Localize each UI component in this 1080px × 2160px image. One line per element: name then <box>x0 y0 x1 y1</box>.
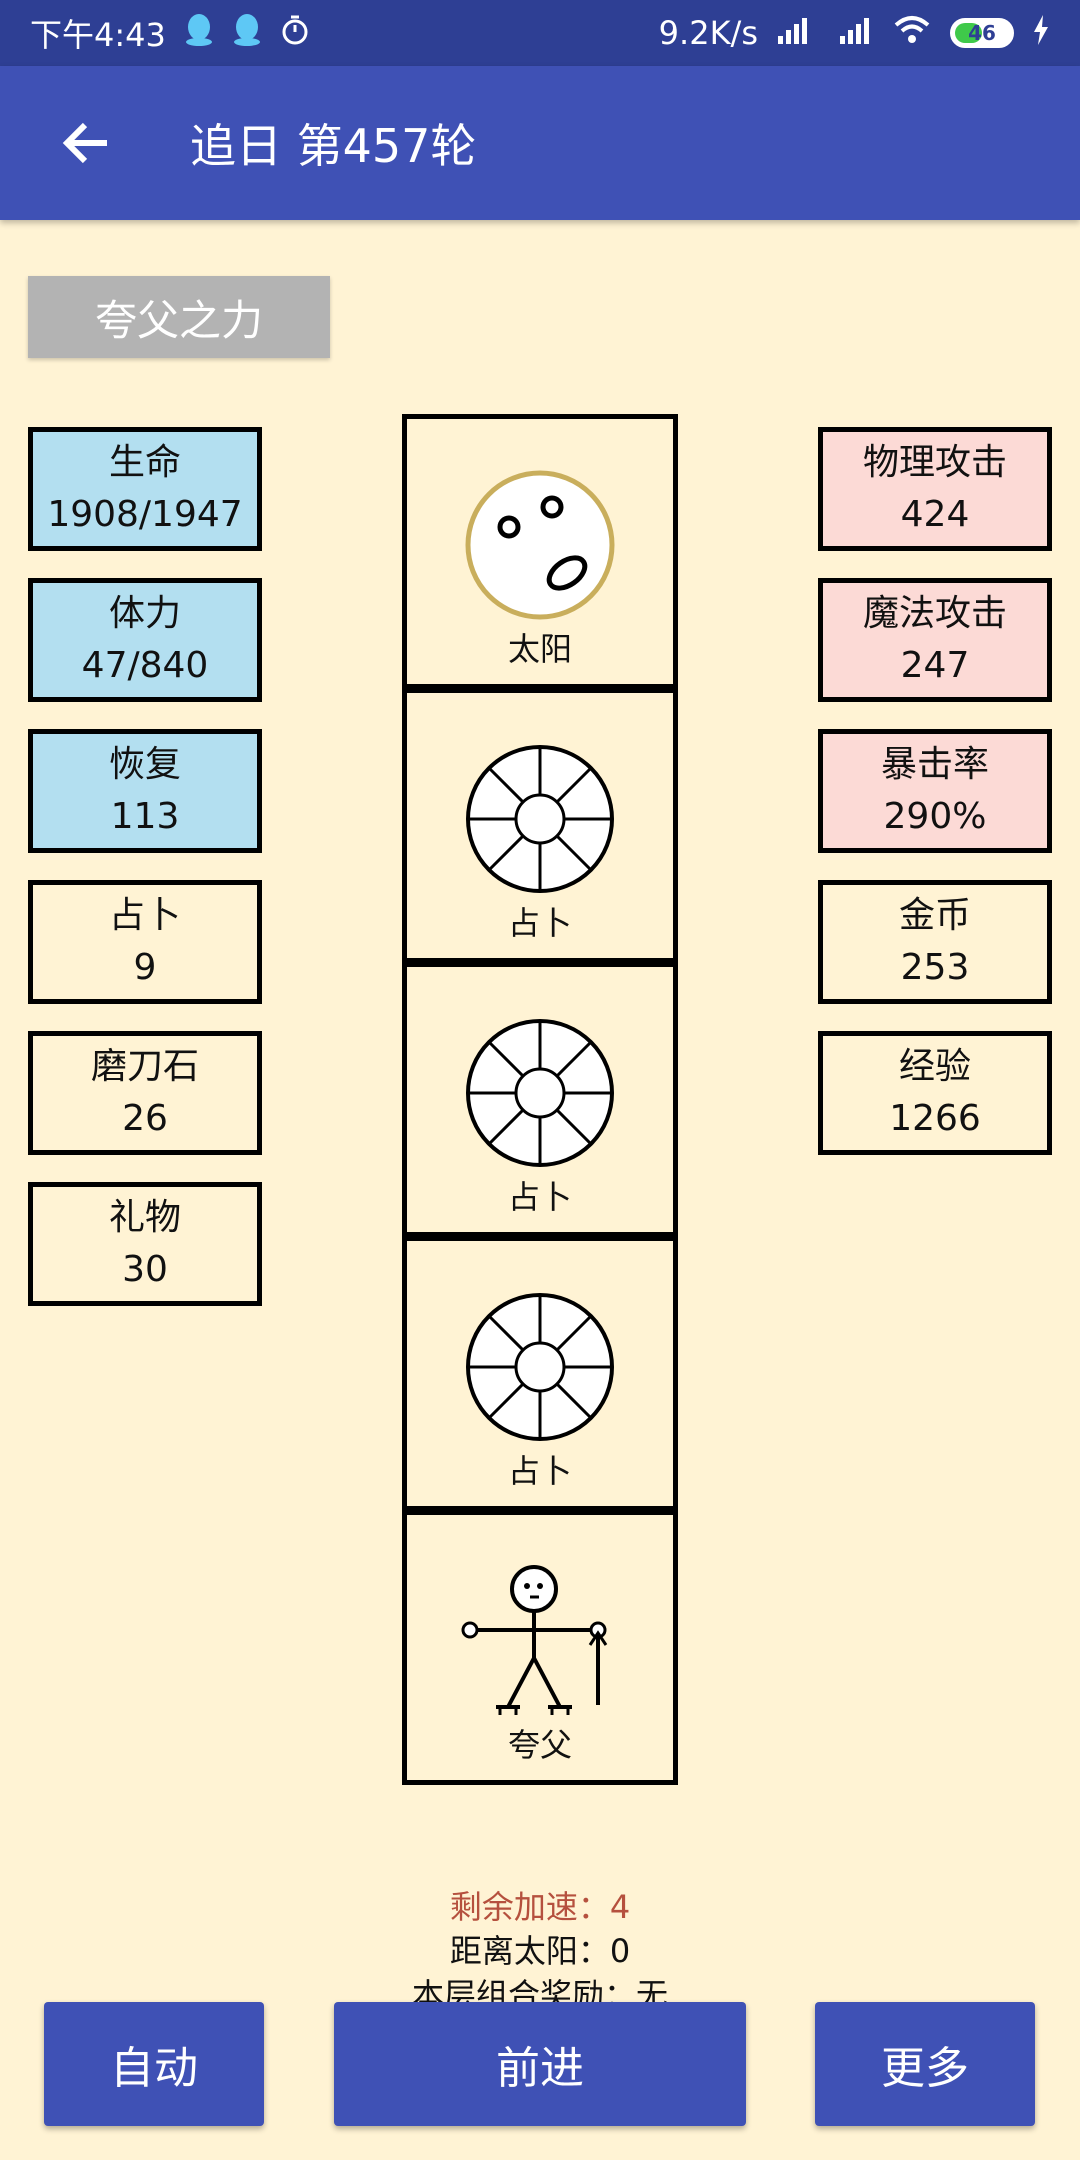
stat-value: 113 <box>110 796 180 837</box>
tower-cell-label: 占卜 <box>507 1178 572 1216</box>
more-button[interactable]: 更多 <box>815 2002 1035 2126</box>
tower-cell-divination[interactable]: 占卜 <box>402 688 678 963</box>
stat-divination: 占卜 9 <box>28 880 262 1004</box>
app-bar: 追日 第457轮 <box>0 66 1080 220</box>
tower-cell-divination[interactable]: 占卜 <box>402 962 678 1237</box>
forward-button[interactable]: 前进 <box>334 2002 746 2126</box>
net-speed: 9.2K/s <box>658 14 758 52</box>
stat-physical-attack: 物理攻击 424 <box>818 427 1052 551</box>
stat-label: 物理攻击 <box>862 441 1007 483</box>
stat-recovery: 恢复 113 <box>28 729 262 853</box>
stat-hp: 生命 1908/1947 <box>28 427 262 551</box>
stat-crit-rate: 暴击率 290% <box>818 729 1052 853</box>
stat-value: 26 <box>122 1098 168 1139</box>
stat-value: 424 <box>900 494 970 535</box>
divination-wheel-icon <box>466 1019 614 1167</box>
divination-wheel-icon <box>466 1293 614 1441</box>
stat-value: 47/840 <box>81 645 209 686</box>
back-button[interactable] <box>36 93 136 193</box>
tower-cell-kuafu[interactable]: 夸父 <box>402 1510 678 1785</box>
timer-icon <box>280 14 310 52</box>
stat-value: 253 <box>900 947 970 988</box>
distance-to-sun-text: 距离太阳：0 <box>449 1932 631 1970</box>
stat-value: 247 <box>900 645 970 686</box>
stat-magic-attack: 魔法攻击 247 <box>818 578 1052 702</box>
auto-button[interactable]: 自动 <box>44 2002 264 2126</box>
tower-column: 太阳 占卜 占卜 占卜 <box>402 414 678 1785</box>
stat-label: 经验 <box>898 1045 971 1087</box>
stat-value: 290% <box>883 796 987 837</box>
tower-cell-label: 夸父 <box>507 1726 572 1764</box>
stat-label: 金币 <box>898 894 971 936</box>
battery-icon: 46 <box>950 18 1014 48</box>
tower-cell-label: 太阳 <box>507 630 572 668</box>
stat-label: 生命 <box>108 441 181 483</box>
tower-cell-label: 占卜 <box>507 1452 572 1490</box>
qq-icon <box>184 13 214 53</box>
charging-icon <box>1032 15 1050 51</box>
kuafu-figure-icon <box>461 1565 608 1715</box>
battery-level: 46 <box>968 21 996 45</box>
stat-label: 暴击率 <box>880 743 989 785</box>
stat-gift: 礼物 30 <box>28 1182 262 1306</box>
tower-cell-label: 占卜 <box>507 904 572 942</box>
signal-hd-icon <box>834 16 874 50</box>
kuafu-power-button[interactable]: 夸父之力 <box>28 276 330 358</box>
stat-stamina: 体力 47/840 <box>28 578 262 702</box>
tower-cell-divination[interactable]: 占卜 <box>402 1236 678 1511</box>
status-time: 下午4:43 <box>30 16 166 54</box>
stat-value: 1908/1947 <box>47 494 243 535</box>
stat-experience: 经验 1266 <box>818 1031 1052 1155</box>
stat-value: 9 <box>133 947 157 988</box>
qq-icon <box>232 13 262 53</box>
stat-label: 磨刀石 <box>90 1045 199 1087</box>
stat-whetstone: 磨刀石 26 <box>28 1031 262 1155</box>
stat-value: 1266 <box>889 1098 981 1139</box>
stat-label: 魔法攻击 <box>862 592 1007 634</box>
stat-label: 礼物 <box>108 1196 181 1238</box>
stat-label: 占卜 <box>108 894 181 936</box>
remaining-accel-text: 剩余加速：4 <box>449 1888 631 1926</box>
arrow-left-icon <box>62 122 107 164</box>
stat-label: 体力 <box>108 592 181 634</box>
wifi-icon <box>892 15 932 51</box>
divination-wheel-icon <box>466 745 614 893</box>
sun-icon <box>465 470 615 620</box>
status-bar: 下午4:43 9.2K/s 46 <box>0 0 1080 66</box>
tower-cell-sun[interactable]: 太阳 <box>402 414 678 689</box>
stat-value: 30 <box>122 1249 168 1290</box>
page-title: 追日 第457轮 <box>190 119 477 173</box>
stat-label: 恢复 <box>108 743 181 785</box>
stat-gold: 金币 253 <box>818 880 1052 1004</box>
signal-icon <box>776 16 816 50</box>
